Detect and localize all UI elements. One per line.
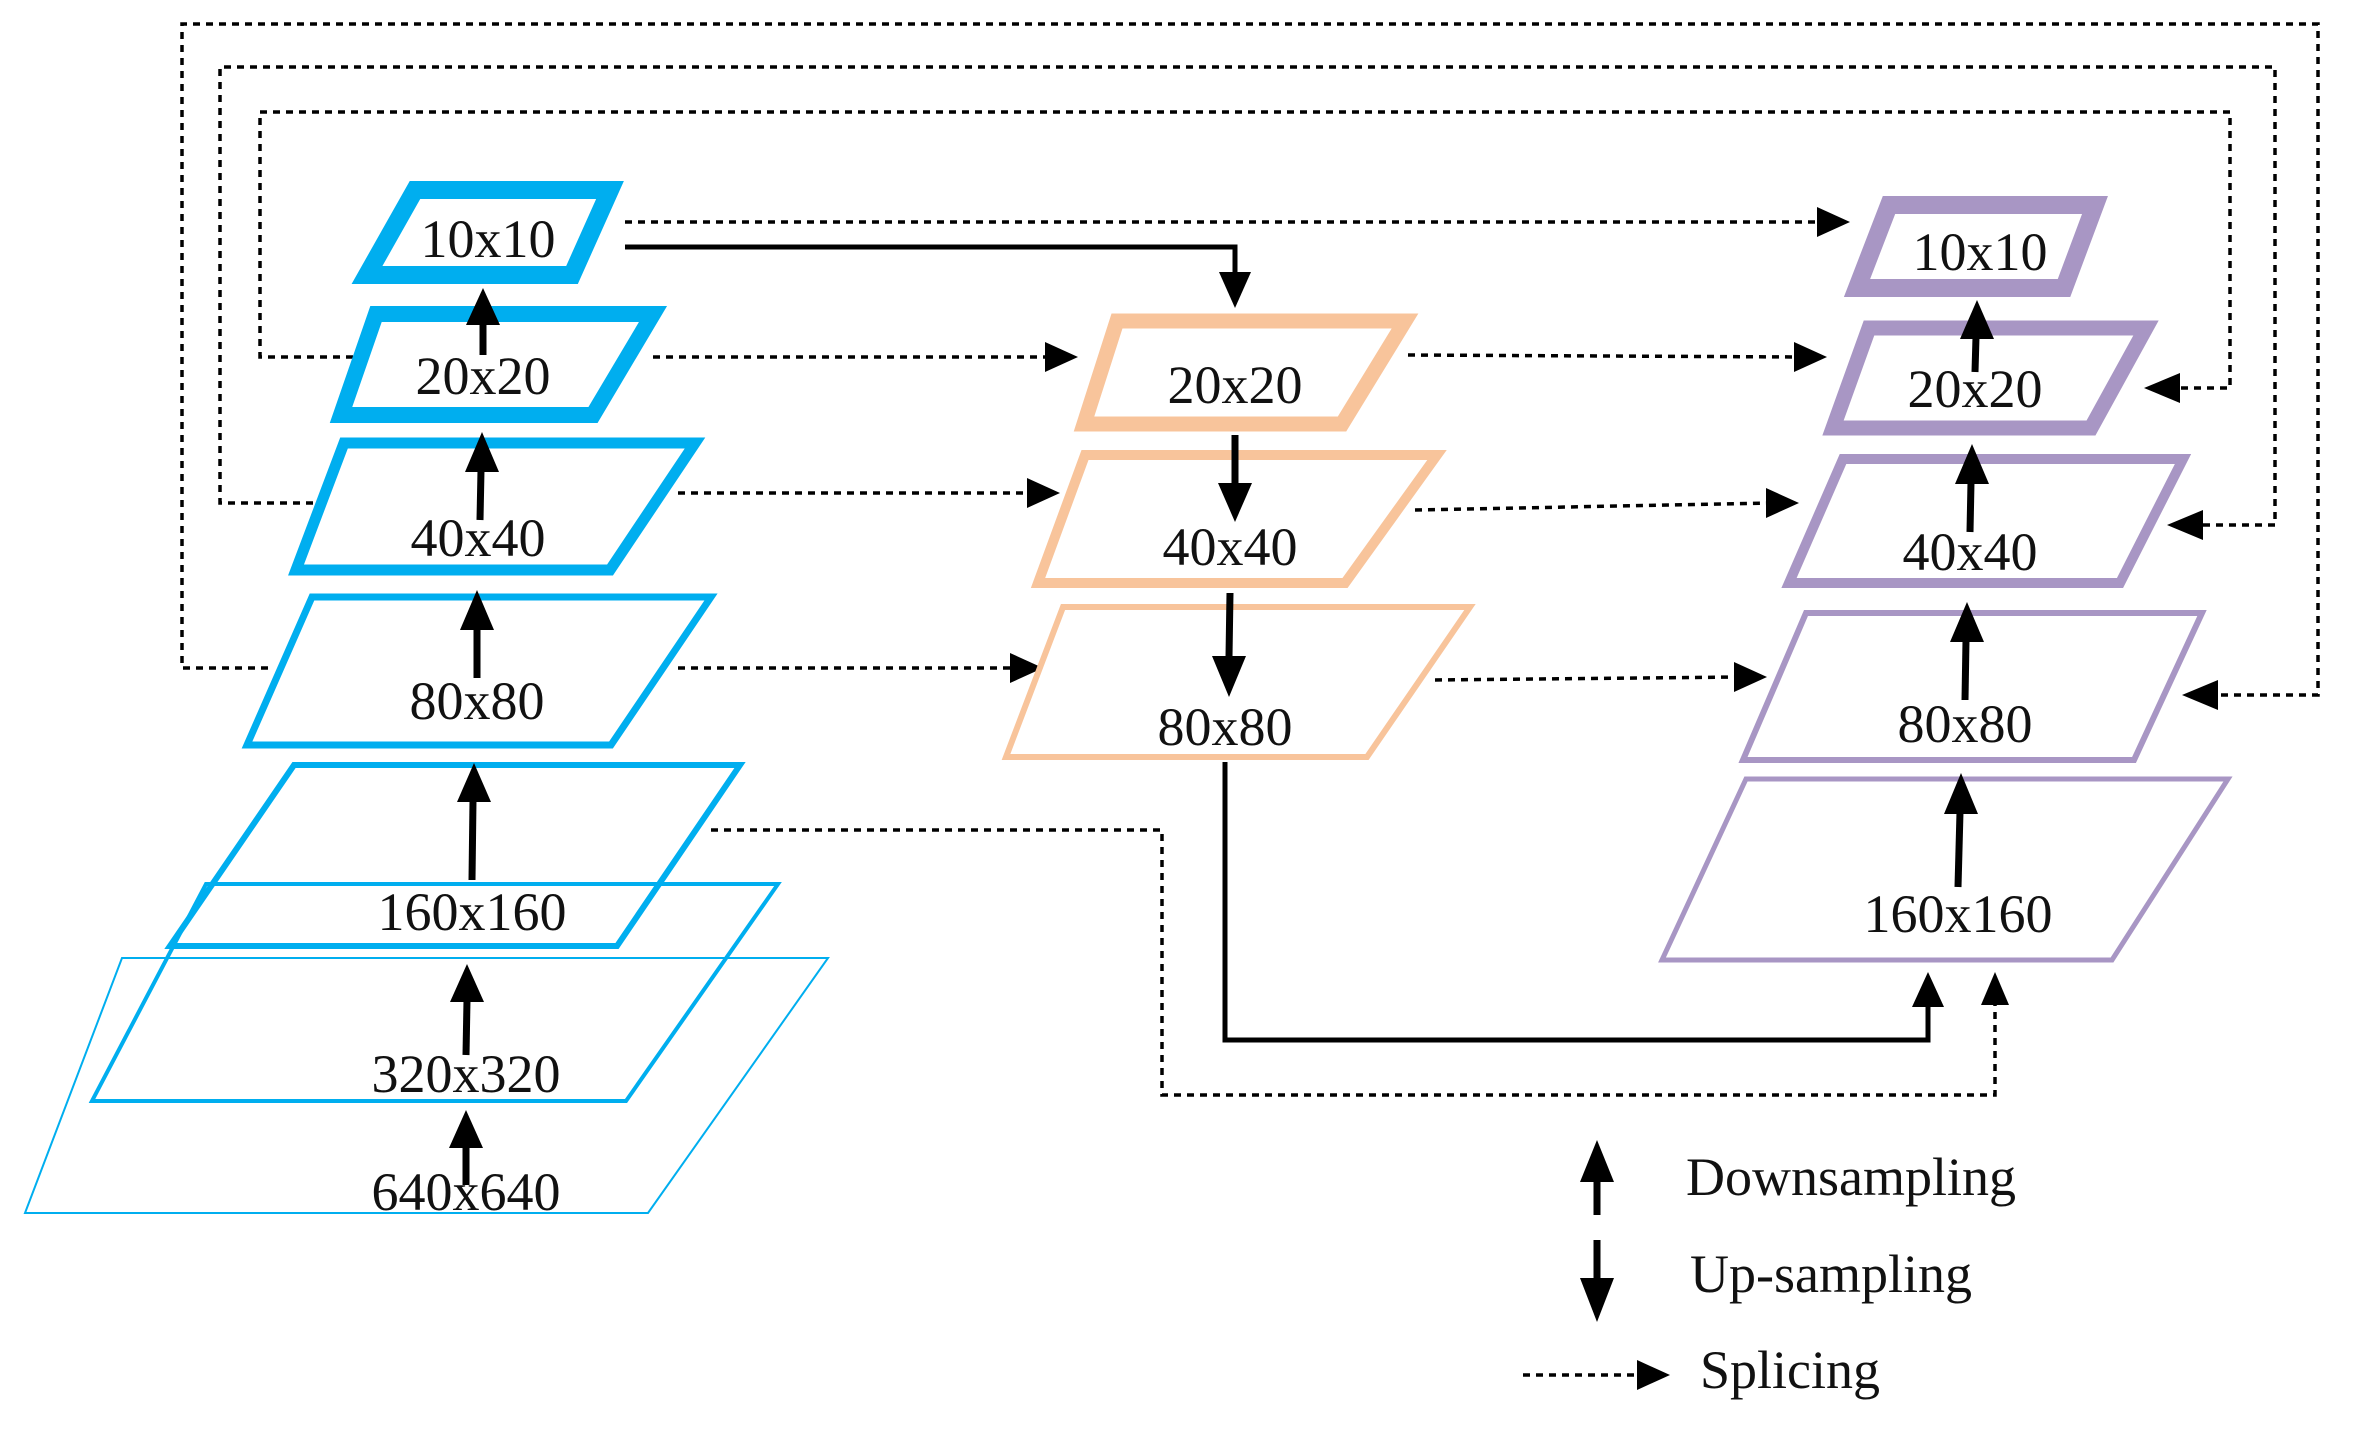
neck-layer-20: 20x20 bbox=[1073, 313, 1419, 432]
backbone-layer-20: 20x20 bbox=[329, 306, 668, 423]
backbone-label-20: 20x20 bbox=[416, 346, 551, 406]
head-label-80: 80x80 bbox=[1898, 694, 2033, 754]
neck-arrow-40-80-head bbox=[1212, 656, 1246, 697]
head-plane-80 bbox=[1738, 610, 2207, 763]
legend-downsampling-arrowhead bbox=[1580, 1140, 1614, 1182]
head-arrow-40-20-shaft bbox=[1966, 481, 1975, 533]
backbone-arrow-160-80-head bbox=[457, 763, 491, 802]
splice-arrowhead-neck-head-80 bbox=[1734, 662, 1767, 692]
splice-arrowhead-neck-head-20 bbox=[1794, 342, 1827, 372]
head-layer-160: 160x160 bbox=[1658, 776, 2233, 963]
neck-label-80: 80x80 bbox=[1158, 697, 1293, 757]
backbone-layer-160: 160x160 bbox=[164, 762, 746, 949]
legend-upsampling-arrowhead bbox=[1580, 1278, 1614, 1322]
backbone-arrow-320-160-shaft bbox=[462, 999, 471, 1056]
splice-arrowhead-bb-neck-40 bbox=[1027, 478, 1060, 508]
backbone-arrow-160-80-shaft bbox=[468, 799, 477, 881]
splice-line-neck-head-80 bbox=[1434, 675, 1741, 682]
splice-line-neck-head-40 bbox=[1414, 501, 1773, 512]
splice-connections bbox=[625, 207, 1850, 692]
head-arrow-40-20-head bbox=[1955, 444, 1989, 484]
backbone-arrow-320-160-head bbox=[450, 964, 484, 1002]
solid-connections bbox=[625, 244, 1944, 1043]
backbone-label-160: 160x160 bbox=[378, 882, 567, 942]
backbone-arrow-40-20-head bbox=[465, 432, 499, 472]
skip-line-40 bbox=[218, 65, 2277, 527]
splice-line-neck-head-20 bbox=[1407, 353, 1801, 359]
backbone-layer-640: 640x640 bbox=[23, 957, 830, 1222]
backbone-plane-320 bbox=[88, 882, 782, 1103]
neck-label-40: 40x40 bbox=[1163, 517, 1298, 577]
backbone-arrow-640-320-head bbox=[449, 1110, 483, 1148]
backbone-plane-640 bbox=[23, 957, 830, 1214]
backbone-layer-80: 80x80 bbox=[241, 593, 718, 749]
head-layer-80: 80x80 bbox=[1738, 610, 2207, 763]
backbone-layer-40: 40x40 bbox=[288, 437, 706, 576]
neck-label-20: 20x20 bbox=[1168, 355, 1303, 415]
skip-line-80 bbox=[180, 22, 2320, 697]
bb10-to-neck20-line bbox=[625, 244, 1238, 278]
skip-arrowhead-40 bbox=[2167, 510, 2203, 540]
splice-arrowhead-bb-head-10 bbox=[1817, 207, 1850, 237]
skip-arrowhead-80 bbox=[2182, 680, 2218, 710]
backbone-arrow-80-40-head bbox=[460, 590, 494, 630]
backbone-plane-10 bbox=[351, 181, 624, 284]
neck-plane-40 bbox=[1030, 450, 1447, 588]
legend-splicing-arrowhead bbox=[1637, 1360, 1670, 1390]
head-layer-10: 10x10 bbox=[1843, 196, 2108, 297]
backbone-plane-80 bbox=[241, 593, 718, 749]
legend-upsampling: Up-sampling bbox=[1580, 1240, 1972, 1322]
head-label-160: 160x160 bbox=[1864, 884, 2053, 944]
neck-arrow-20-40-head bbox=[1218, 483, 1252, 522]
head-plane-10 bbox=[1843, 196, 2108, 297]
head-column: 160x160 80x80 40x40 20x20 10x10 bbox=[1658, 196, 2233, 963]
head-arrow-80-40-shaft bbox=[1961, 639, 1970, 701]
backbone-downsampling-arrows bbox=[449, 288, 500, 1185]
backbone-label-80: 80x80 bbox=[410, 671, 545, 731]
head-plane-20 bbox=[1822, 320, 2159, 436]
legend: Downsampling Up-sampling Splicing bbox=[1523, 1140, 2016, 1400]
skip-arrowhead-20 bbox=[2144, 373, 2180, 403]
skip-line-160 bbox=[711, 828, 1997, 1097]
legend-splicing-label: Splicing bbox=[1700, 1340, 1880, 1400]
head-label-10: 10x10 bbox=[1913, 222, 2048, 282]
splice-arrowhead-bb-neck-80 bbox=[1010, 653, 1043, 683]
head-downsampling-arrows bbox=[1944, 300, 1994, 888]
splice-arrowhead-neck-head-40 bbox=[1766, 488, 1799, 518]
neck-plane-20 bbox=[1073, 313, 1419, 432]
skip-connections bbox=[180, 22, 2320, 1097]
head-plane-160 bbox=[1658, 776, 2233, 963]
backbone-label-10: 10x10 bbox=[421, 209, 556, 269]
backbone-plane-160 bbox=[164, 762, 746, 949]
head-arrow-160-80-head bbox=[1944, 773, 1978, 814]
backbone-plane-40 bbox=[288, 437, 706, 576]
legend-downsampling-label: Downsampling bbox=[1686, 1147, 2016, 1207]
neck-layer-40: 40x40 bbox=[1030, 450, 1447, 588]
backbone-plane-20 bbox=[329, 306, 668, 423]
neck-arrow-40-80-shaft bbox=[1225, 592, 1234, 658]
backbone-column: 640x640 320x320 160x160 80x80 40x40 20x2… bbox=[23, 181, 830, 1222]
neck-plane-80 bbox=[1001, 604, 1476, 760]
head-arrow-20-10-head bbox=[1960, 300, 1994, 339]
head-plane-40 bbox=[1781, 454, 2192, 588]
head-arrow-80-40-head bbox=[1950, 602, 1984, 642]
legend-splicing: Splicing bbox=[1523, 1340, 1880, 1400]
legend-downsampling: Downsampling bbox=[1580, 1140, 2016, 1215]
neck-layer-80: 80x80 bbox=[1001, 604, 1476, 760]
backbone-arrow-20-10-head bbox=[466, 288, 500, 325]
neck80-to-head160-line bbox=[1222, 762, 1931, 1043]
head-layer-20: 20x20 bbox=[1822, 320, 2159, 436]
head-arrow-160-80-shaft bbox=[1954, 811, 1964, 888]
skip-arrowhead-160 bbox=[1981, 972, 2009, 1005]
neck-upsampling-arrows bbox=[1212, 435, 1252, 697]
legend-upsampling-label: Up-sampling bbox=[1690, 1244, 1972, 1304]
bb10-to-neck20-arrowhead bbox=[1219, 272, 1251, 308]
backbone-arrow-40-20-shaft bbox=[476, 469, 485, 521]
backbone-layer-10: 10x10 bbox=[351, 181, 624, 284]
head-arrow-20-10-shaft bbox=[1971, 336, 1980, 373]
splice-arrowhead-bb-neck-20 bbox=[1045, 342, 1078, 372]
neck80-to-head160-arrowhead bbox=[1912, 972, 1944, 1007]
neck-column: 80x80 40x40 20x20 bbox=[1001, 313, 1476, 760]
